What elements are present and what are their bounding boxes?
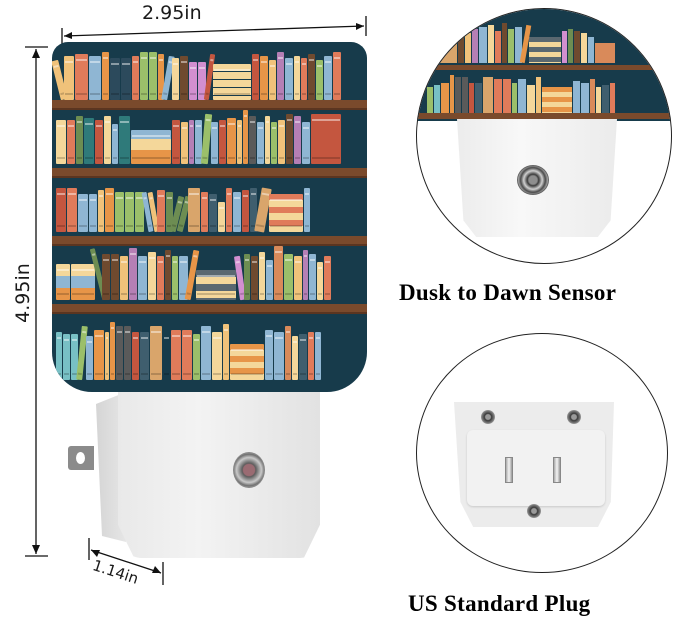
plug-blade-icon <box>505 457 513 483</box>
screw-icon <box>567 410 581 424</box>
shelf-row-4 <box>52 246 367 301</box>
closeup-books-row-1 <box>427 21 661 64</box>
height-dimension-label: 4.95in <box>12 263 34 323</box>
plug-closeup-circle <box>416 333 668 573</box>
sensor-caption: Dusk to Dawn Sensor <box>399 280 617 305</box>
bookshelf-lamp-panel <box>52 42 367 392</box>
plug-faceplate <box>467 430 605 506</box>
closeup-shelf-board <box>417 65 671 70</box>
closeup-books-row-2 <box>427 71 661 115</box>
sensor-closeup-circle <box>416 8 672 264</box>
shelf-row-1 <box>52 48 367 101</box>
plug-caption: US Standard Plug <box>408 591 591 616</box>
shelf-board <box>52 100 367 110</box>
plug-prong-icon <box>68 446 94 470</box>
closeup-light-sensor-icon <box>517 165 549 195</box>
device-body <box>118 392 320 558</box>
screw-icon <box>527 504 541 518</box>
shelf-row-5 <box>52 316 367 381</box>
shelf-board <box>52 304 367 314</box>
plug-blade-icon <box>553 457 561 483</box>
shelf-row-3 <box>52 180 367 233</box>
width-dimension-label: 2.95in <box>142 2 202 24</box>
screw-icon <box>481 410 495 424</box>
light-sensor-icon <box>233 452 265 488</box>
shelf-board <box>52 236 367 246</box>
shelf-row-2 <box>52 110 367 165</box>
closeup-shelf-board <box>417 113 671 119</box>
shelf-board <box>52 168 367 178</box>
